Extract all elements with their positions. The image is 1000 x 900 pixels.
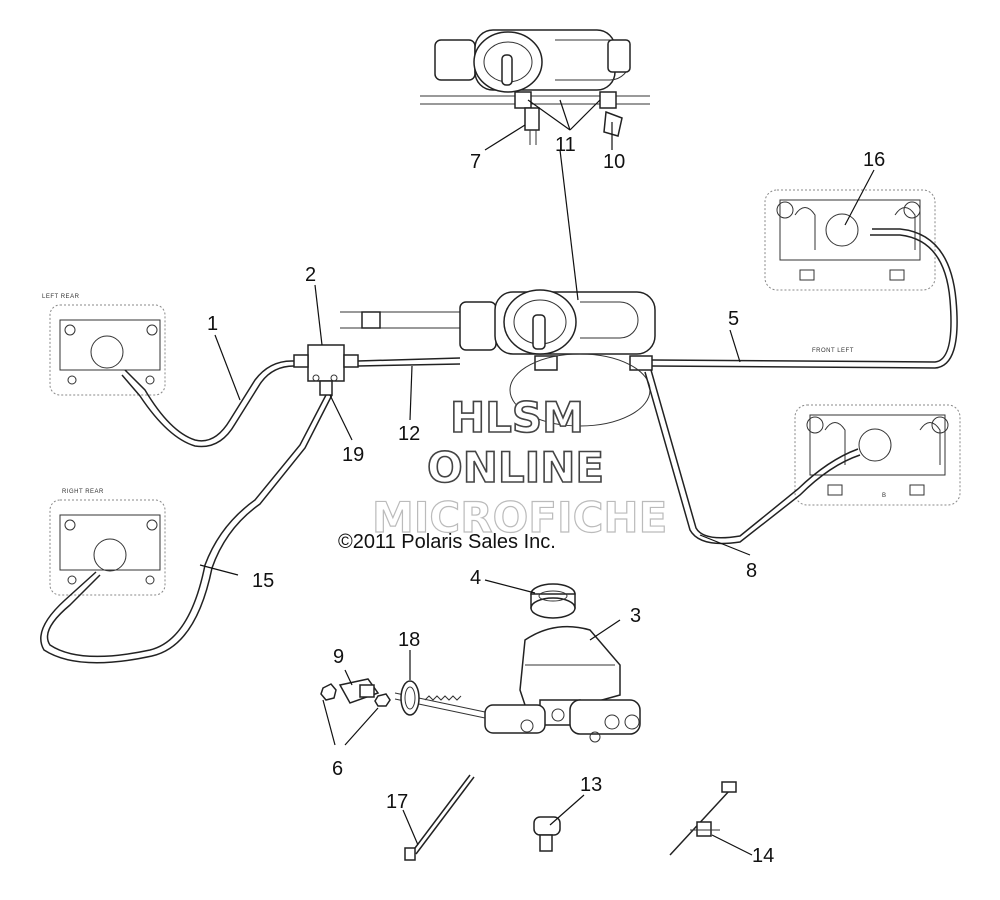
callout-8: 8 [746,560,757,582]
right-rear-label: RIGHT REAR [62,489,104,495]
watermark-line1: HLSM [450,393,584,442]
top-detail-master-cylinder [420,29,650,145]
callout-2: 2 [305,264,316,286]
callout-5: 5 [728,308,739,330]
clamp [669,781,737,856]
boot [400,680,420,716]
left-rear-caliper [49,304,166,396]
distribution-block [293,344,359,396]
front-left-label: FRONT LEFT [812,348,854,354]
clevis [338,678,380,704]
nuts [320,683,391,707]
copyright-text: ©2011 Polaris Sales Inc. [338,531,556,553]
watermark-line3: MICROFICHE [372,493,667,542]
left-rear-label: LEFT REAR [42,294,80,300]
callout-14: 14 [752,845,774,867]
cable-tie [404,774,475,861]
front-left-caliper [764,189,936,291]
callout-15: 15 [252,570,274,592]
callout-4: 4 [470,567,481,589]
callout-13: 13 [580,774,602,796]
callout-3: 3 [630,605,641,627]
callout-7: 7 [470,151,481,173]
fitting [533,816,561,852]
callout-9: 9 [333,646,344,668]
callout-17: 17 [386,791,408,813]
front-right-caliper [794,404,961,506]
callout-16: 16 [863,149,885,171]
center-master-cylinder-assembly [340,289,656,427]
brake-lines [40,228,958,664]
callout-1: 1 [207,313,218,335]
right-rear-caliper [49,499,166,596]
callout-19: 19 [342,444,364,466]
master-cylinder [484,625,641,743]
leader-lines [199,99,875,856]
callout-6: 6 [332,758,343,780]
reservoir-cap [530,583,576,619]
callout-18: 18 [398,629,420,651]
watermark-line2: ONLINE [427,443,604,492]
callout-10: 10 [603,151,625,173]
caliper-letter: B [882,493,887,499]
callout-11: 11 [555,134,576,156]
callout-12: 12 [398,423,420,445]
